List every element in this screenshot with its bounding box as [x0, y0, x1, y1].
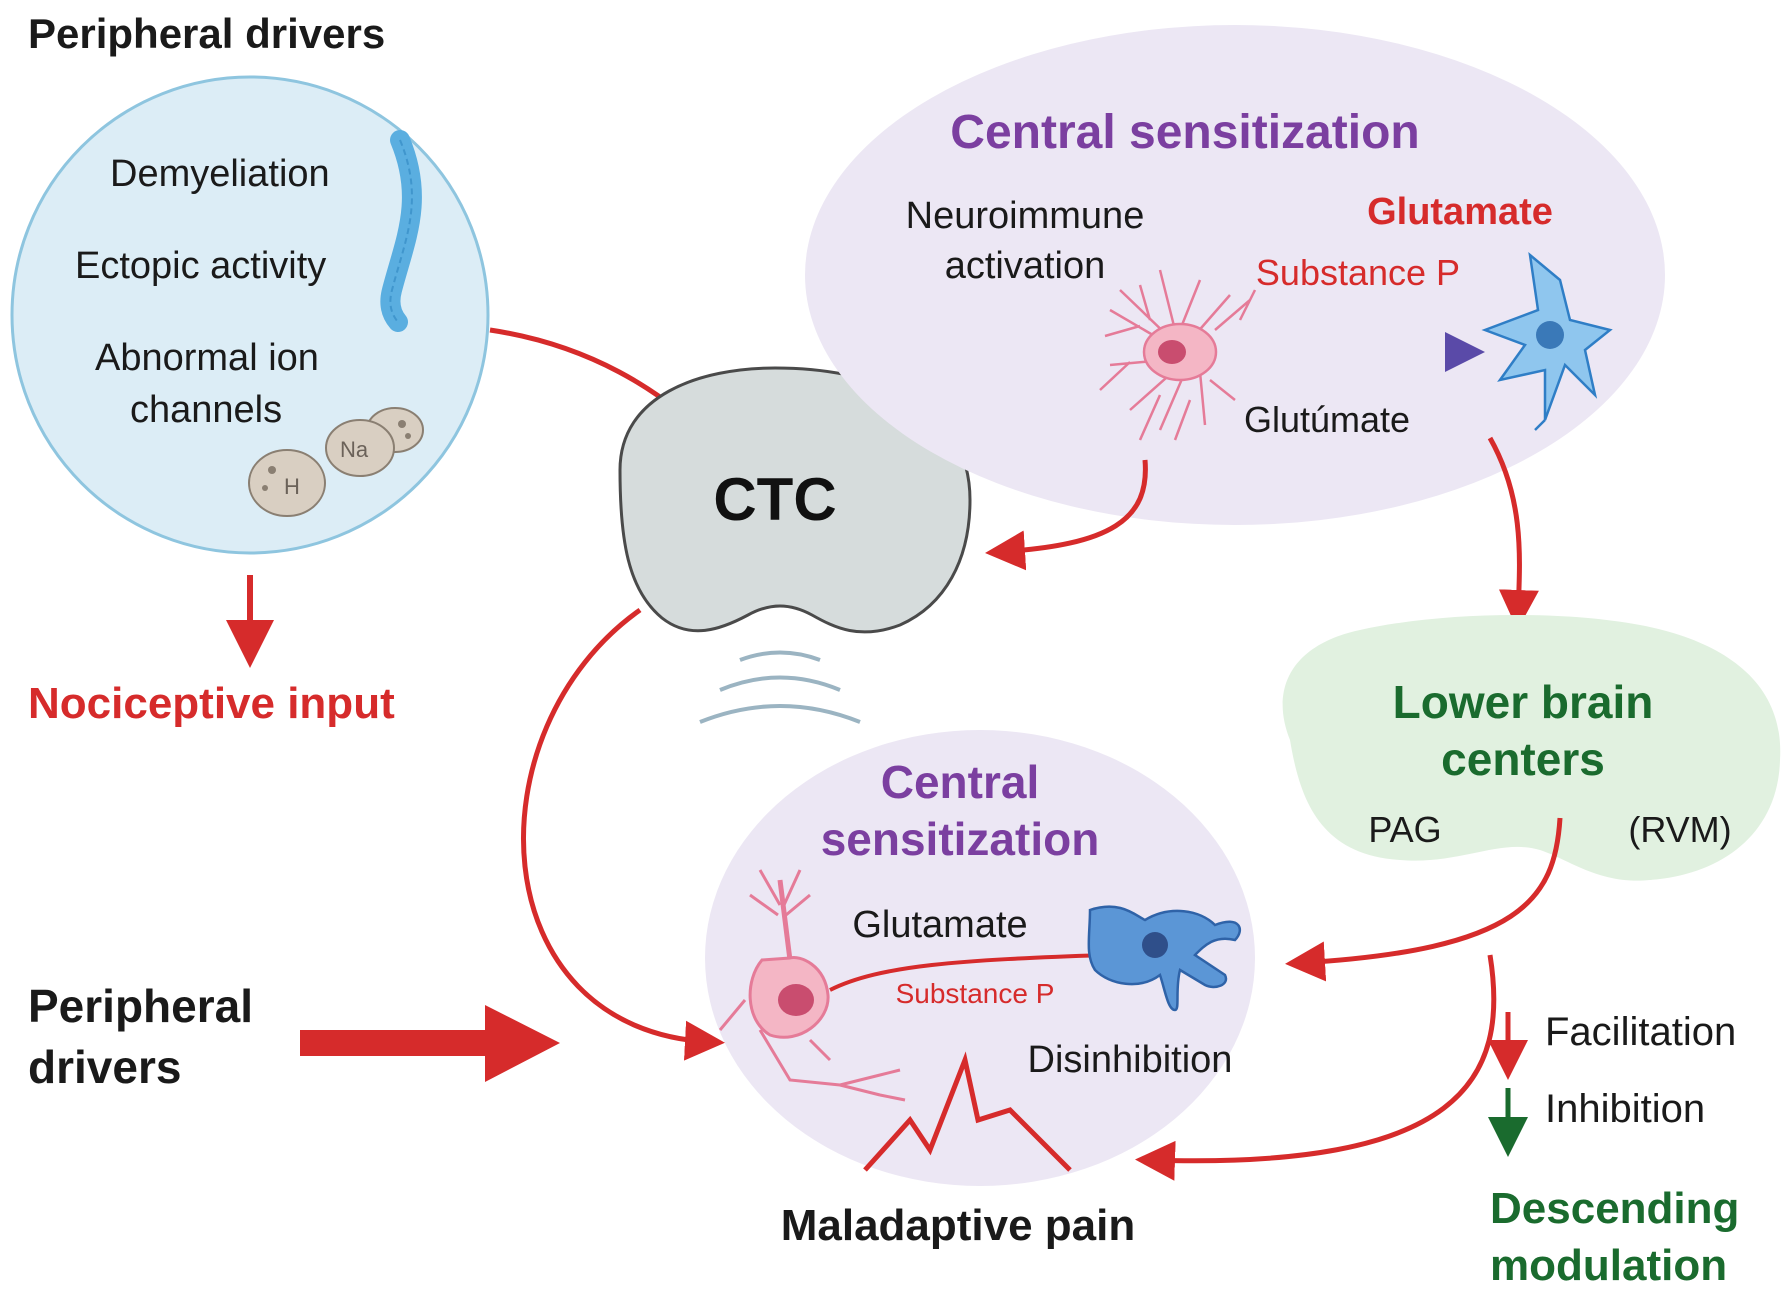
glutumate-label: Glutúmate: [1244, 399, 1410, 440]
lower-brain-title-1: Lower brain: [1393, 676, 1654, 728]
ion-channel-na-icon: Na: [325, 407, 424, 477]
central-bottom-title-1: Central: [881, 756, 1039, 808]
glutamate-bottom-label: Glutamate: [852, 904, 1027, 946]
central-sensitization-top-region: [805, 25, 1665, 525]
item-ectopic-activity: Ectopic activity: [75, 245, 326, 287]
axon-line-bottom: [829, 953, 1106, 992]
central-sensitization-bottom-region: [705, 730, 1255, 1186]
glutamate-red-label: Glutamate: [1367, 191, 1553, 233]
descending-title-2: modulation: [1490, 1241, 1727, 1290]
signal-waves-icon: [699, 650, 861, 724]
ctc-label: CTC: [713, 466, 836, 533]
neuroimmune-label-2: activation: [945, 245, 1106, 287]
pink-neuron-icon: [1099, 269, 1257, 441]
inhibition-label: Inhibition: [1545, 1087, 1705, 1131]
svg-text:Na: Na: [340, 437, 369, 462]
lower-brain-centers-region: [1282, 614, 1781, 881]
svg-text:H: H: [284, 474, 300, 499]
central-top-title: Central sensitization: [950, 106, 1419, 159]
substance-p-top-label: Substance P: [1256, 252, 1460, 293]
blue-neuron-top-icon: [1481, 251, 1613, 431]
arrow-lower-brain-to-central: [1285, 817, 1563, 982]
disinhibition-label: Disinhibition: [1028, 1039, 1233, 1081]
item-channels: channels: [130, 389, 282, 431]
substance-p-bottom-label: Substance P: [896, 978, 1055, 1009]
peripheral-top-title: Peripheral drivers: [28, 10, 385, 57]
facilitation-label: Facilitation: [1545, 1010, 1736, 1054]
ion-channel-h-icon: H: [248, 449, 326, 517]
rvm-label: (RVM): [1628, 809, 1731, 850]
pag-label: PAG: [1368, 809, 1441, 850]
arrow-lower-brain-to-pain: [1135, 954, 1497, 1181]
pain-zigzag-icon: [863, 1051, 1072, 1172]
peripheral-bottom-line1: Peripheral: [28, 980, 253, 1032]
descending-title-1: Descending: [1490, 1184, 1739, 1233]
ctc-shape: [618, 366, 972, 634]
nociceptive-input-label: Nociceptive input: [28, 679, 395, 728]
lower-brain-title-2: centers: [1441, 733, 1605, 785]
blue-neuron-bottom-icon: [1087, 905, 1241, 1012]
neuroimmune-label-1: Neuroimmune: [906, 195, 1145, 237]
arrow-ctc-to-central: [521, 607, 725, 1061]
pink-neuron-bottom-icon: [718, 869, 906, 1102]
thick-arrow-peripheral: [300, 1005, 560, 1082]
item-demyeliation: Demyeliation: [110, 153, 330, 195]
central-bottom-title-2: sensitization: [821, 813, 1100, 865]
arrow-to-lower-brain: [1487, 436, 1539, 630]
arrow-neuroimmune-to-ctc: [985, 459, 1148, 571]
maladaptive-pain-label: Maladaptive pain: [781, 1201, 1136, 1250]
peripheral-bottom-line2: drivers: [28, 1041, 181, 1093]
item-abnormal-ion: Abnormal ion: [95, 337, 319, 379]
